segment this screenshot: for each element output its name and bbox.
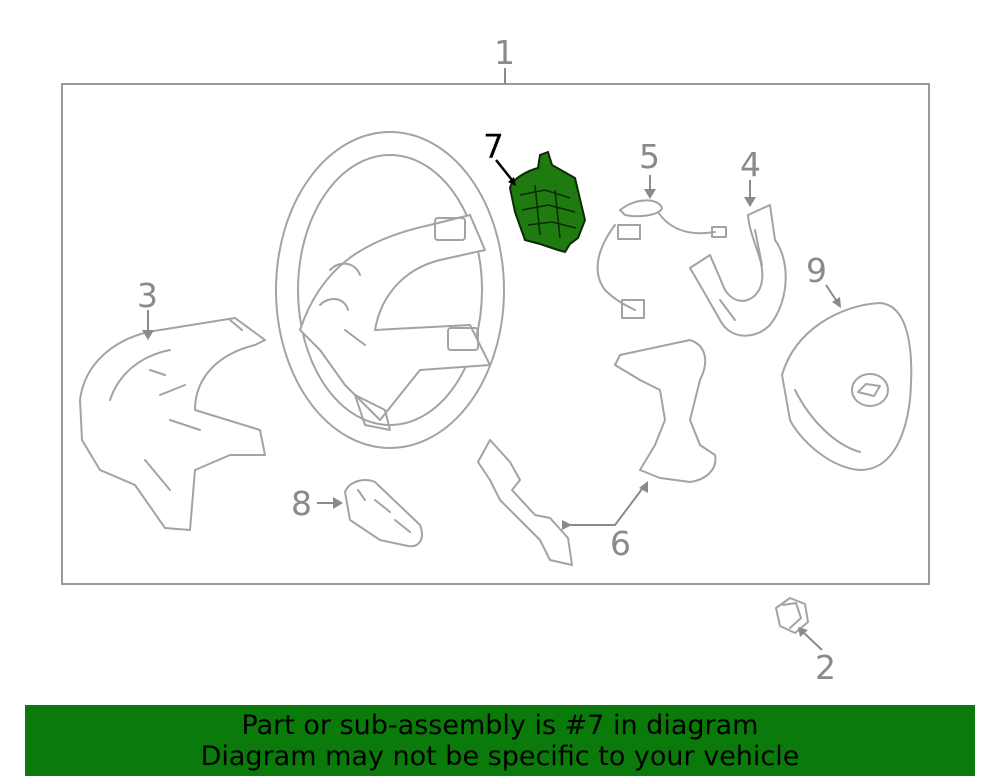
callout-2: 2 (815, 648, 836, 687)
part-8-switch (344, 479, 423, 548)
info-banner: Part or sub-assembly is #7 in diagram Di… (25, 705, 975, 776)
part-2-nut (775, 597, 809, 634)
banner-line-1: Part or sub-assembly is #7 in diagram (241, 709, 759, 741)
callout-7: 7 (483, 127, 504, 166)
callout-1: 1 (494, 33, 515, 72)
callout-4: 4 (740, 145, 761, 184)
callout-8: 8 (291, 484, 312, 523)
part-6-bezels (477, 339, 717, 566)
banner-line-2: Diagram may not be specific to your vehi… (200, 740, 800, 772)
callout-3: 3 (137, 276, 158, 315)
callout-6: 6 (610, 524, 631, 563)
part-5-wire-harness (596, 199, 727, 319)
part-9-airbag (781, 302, 913, 471)
callout-5: 5 (639, 137, 660, 176)
part-7-switch-module (508, 150, 587, 254)
steering-wheel-part (275, 131, 505, 449)
assembly-frame (61, 83, 930, 585)
callout-9: 9 (806, 251, 827, 290)
part-4-contact-plate (689, 204, 787, 337)
part-3-cover (79, 317, 266, 531)
